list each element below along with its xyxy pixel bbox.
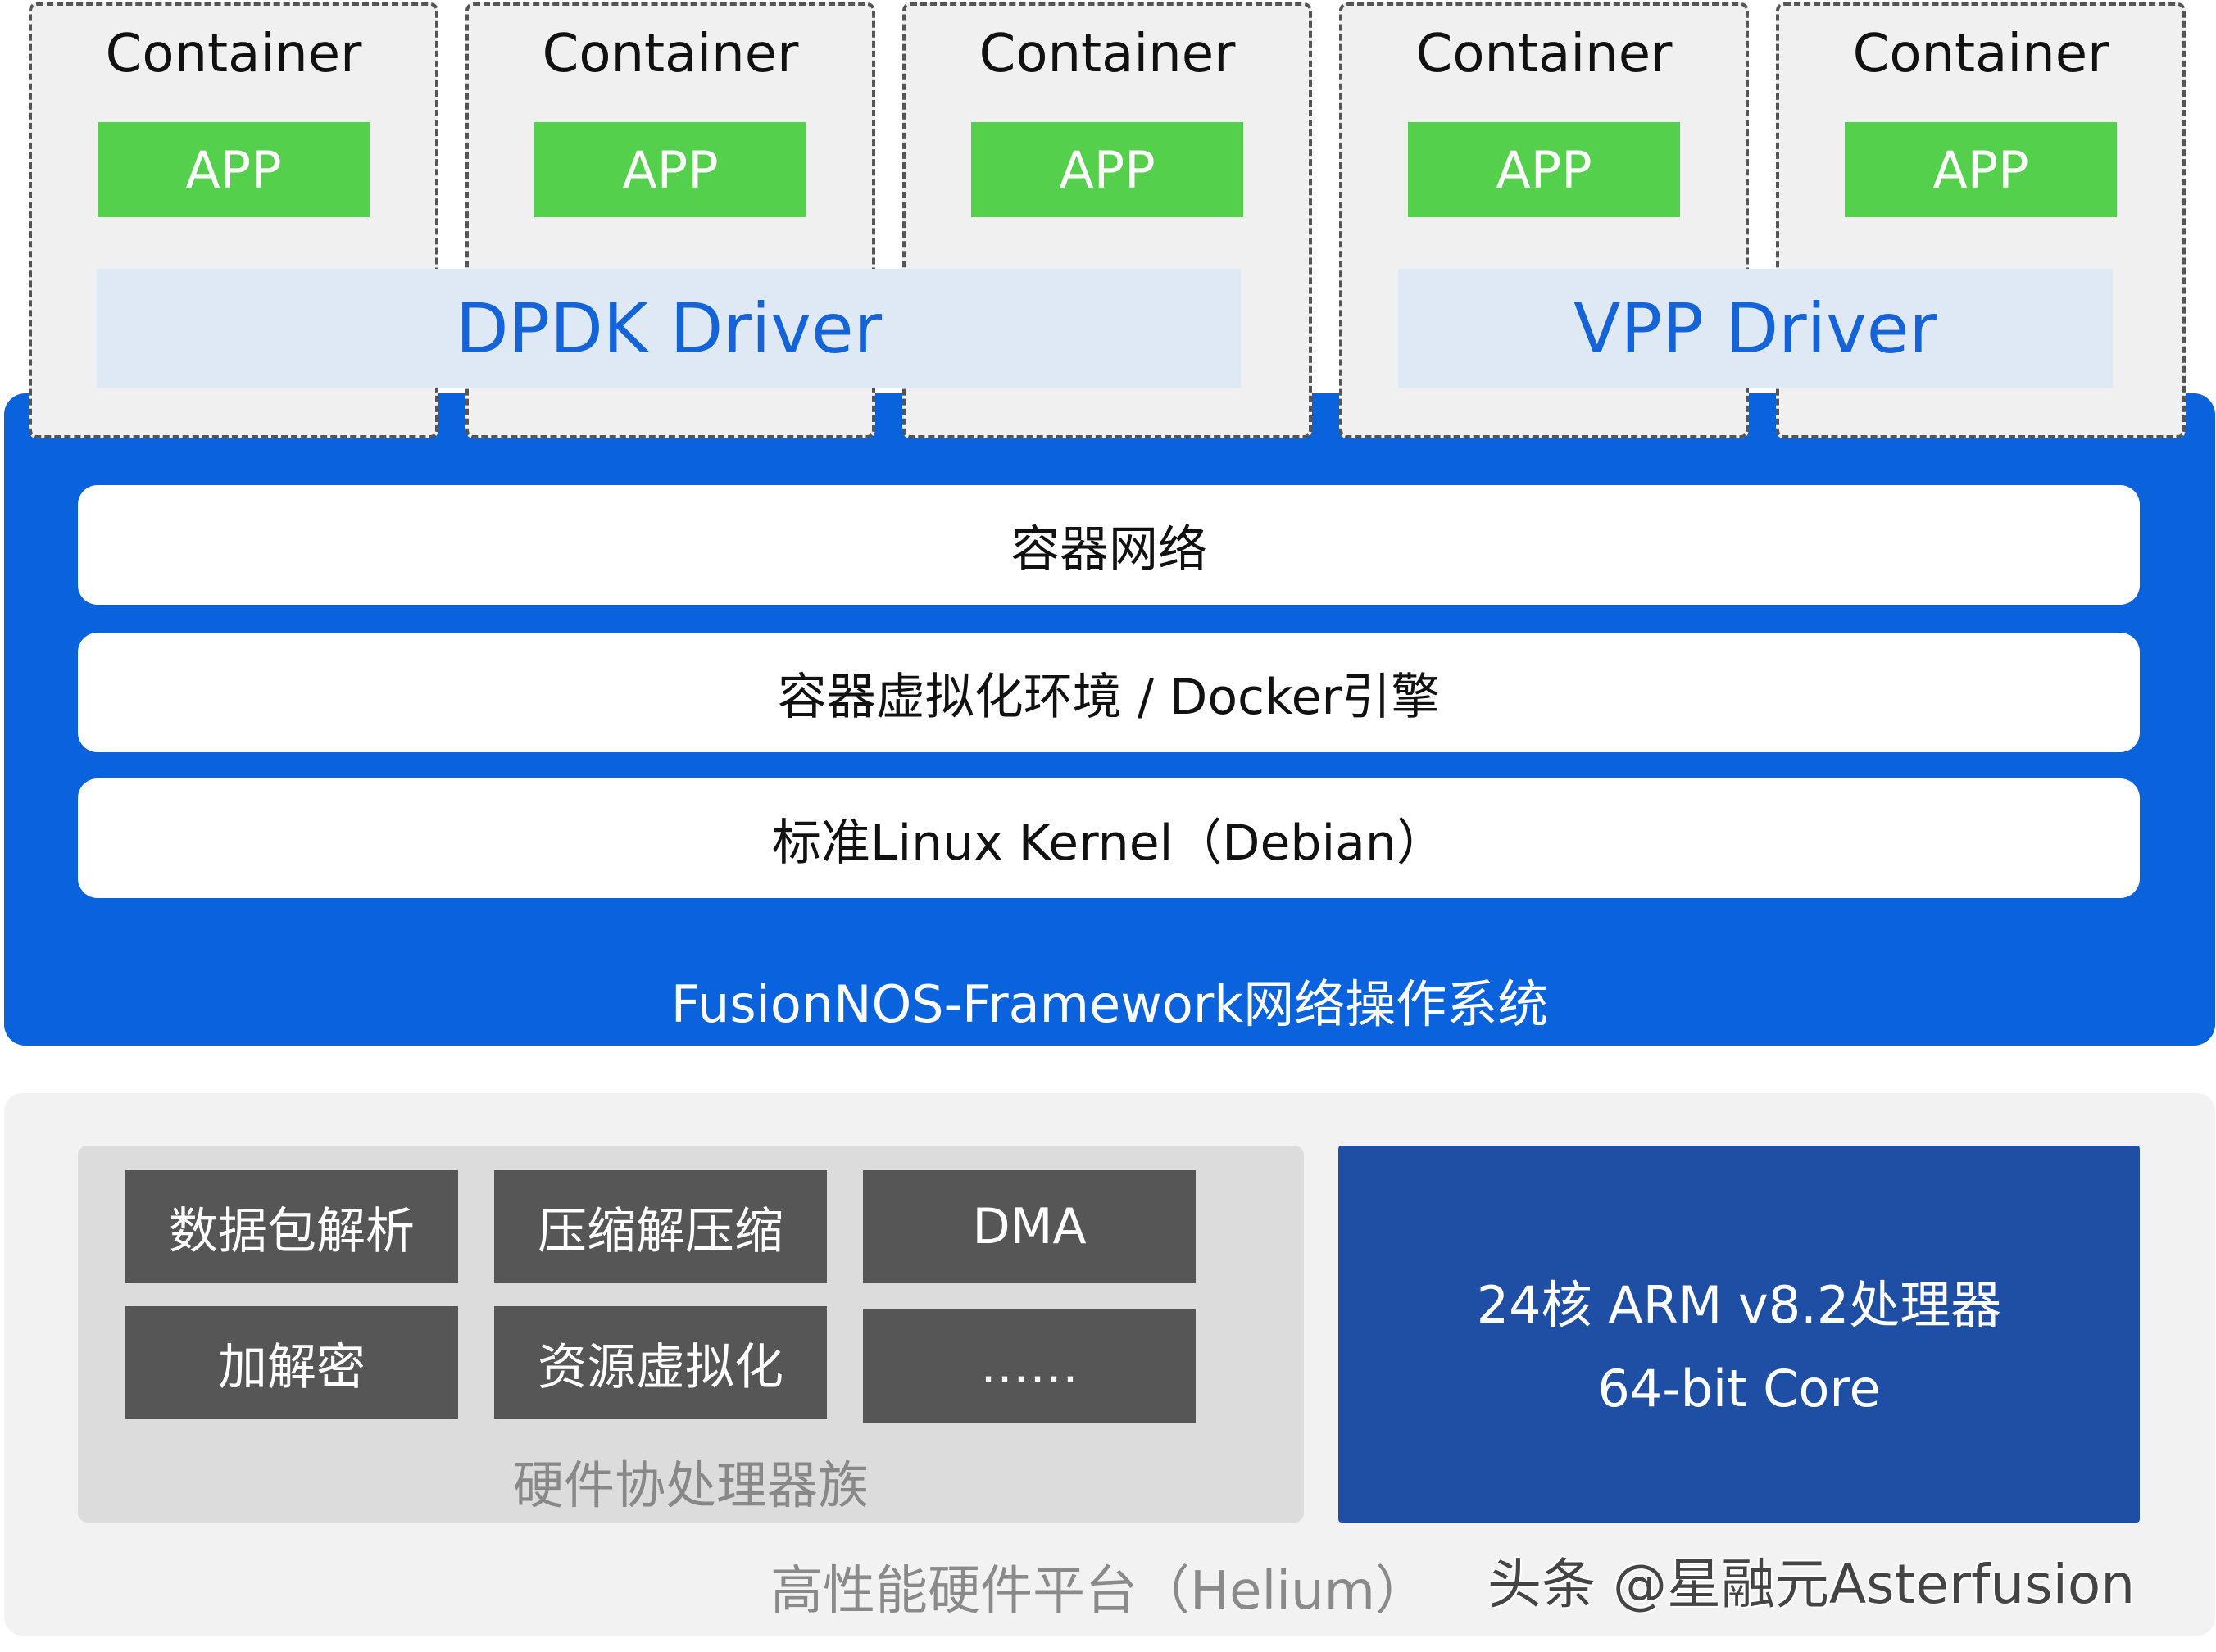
container-label: Container	[469, 24, 872, 84]
layer-linux-kernel: 标准Linux Kernel（Debian）	[78, 778, 2140, 898]
app-box: APP	[1845, 122, 2117, 217]
cpu-line-1: 24核 ARM v8.2处理器	[1338, 1264, 2140, 1337]
coprocessor-group-label: 硬件协处理器族	[78, 1444, 1304, 1518]
coprocessor-compression: 压缩解压缩	[494, 1170, 827, 1283]
container-label: Container	[32, 24, 435, 84]
watermark: 头条 @星融元Asterfusion	[1487, 1541, 2135, 1619]
cpu-box: 24核 ARM v8.2处理器 64-bit Core	[1338, 1146, 2140, 1523]
coprocessor-resource-virtualization: 资源虚拟化	[494, 1306, 827, 1419]
coprocessor-packet-parsing: 数据包解析	[125, 1170, 458, 1283]
container-label: Container	[1342, 24, 1746, 84]
layer-docker-engine: 容器虚拟化环境 / Docker引擎	[78, 633, 2140, 752]
container-label: Container	[906, 24, 1309, 84]
app-box: APP	[971, 122, 1243, 217]
cpu-line-2: 64-bit Core	[1338, 1359, 2140, 1418]
app-box: APP	[1408, 122, 1680, 217]
dpdk-driver: DPDK Driver	[97, 269, 1241, 388]
coprocessor-more: ……	[863, 1309, 1196, 1423]
app-box: APP	[534, 122, 806, 217]
hardware-platform-title: 高性能硬件平台（Helium）	[770, 1549, 1428, 1624]
vpp-driver: VPP Driver	[1398, 269, 2113, 388]
layer-container-network: 容器网络	[78, 485, 2140, 605]
container-label: Container	[1779, 24, 2182, 84]
app-box: APP	[98, 122, 370, 217]
coprocessor-crypto: 加解密	[125, 1306, 458, 1419]
os-title: FusionNOS-Framework网络操作系统	[4, 963, 2215, 1037]
coprocessor-dma: DMA	[863, 1170, 1196, 1283]
